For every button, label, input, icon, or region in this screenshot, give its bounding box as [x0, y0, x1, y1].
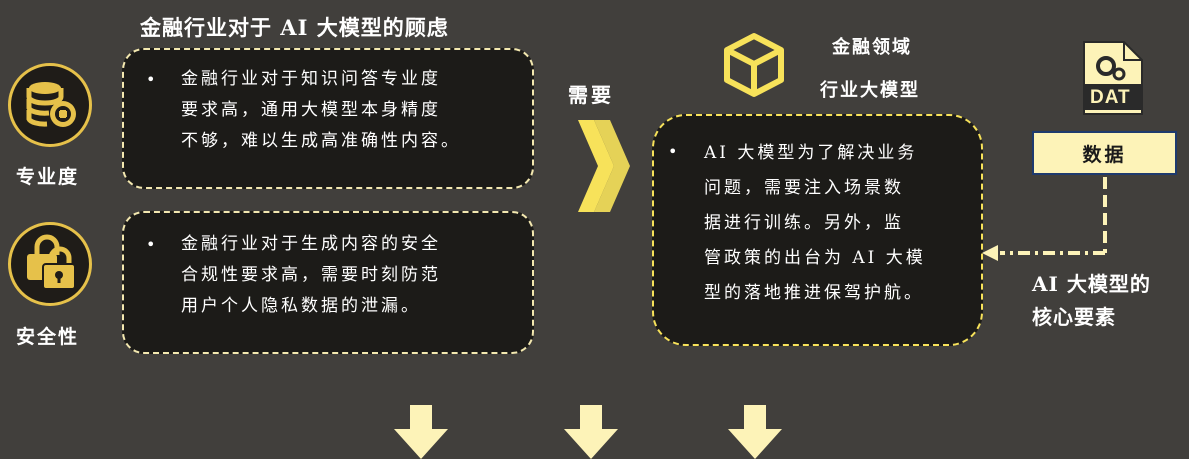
core-line: AI 大模型的 [1032, 272, 1151, 296]
bullet: • [668, 142, 678, 161]
industry-model-label: 行业大模型 [820, 80, 920, 101]
concern-line: 要求高，通用大模型本身精度 [181, 100, 441, 120]
down-arrow-icon [394, 405, 448, 459]
label-expertise: 专业度 [16, 166, 80, 188]
concern-box-security: • 金融行业对于生成内容的安全 合规性要求高，需要时刻防范 用户个人隐私数据的泄… [122, 211, 534, 354]
page-title: 金融行业对于 AI 大模型的顾虑 [140, 15, 449, 40]
data-box: 数据 [1032, 131, 1177, 175]
down-arrow-icon [728, 405, 782, 459]
chevron-right-icon [578, 120, 630, 212]
down-arrow-icon [564, 405, 618, 459]
dat-file-icon: DAT [1080, 38, 1146, 118]
need-label: 需要 [568, 83, 614, 107]
model-line: 问题，需要注入场景数 [704, 178, 904, 198]
model-line: 型的落地推进保驾护航。 [704, 283, 924, 303]
finance-model-box: • AI 大模型为了解决业务 问题，需要注入场景数 据进行训练。另外，监 管政策… [652, 114, 983, 346]
padlocks-icon [8, 222, 92, 306]
dat-icon-text: DAT [1090, 87, 1131, 108]
model-line: 管政策的出台为 AI 大模 [704, 248, 926, 268]
concern-box-expertise: • 金融行业对于知识问答专业度 要求高，通用大模型本身精度 不够，难以生成高准确… [122, 48, 534, 189]
finance-domain-label: 金融领域 [832, 37, 912, 58]
core-line: 核心要素 [1032, 305, 1116, 329]
model-line: AI 大模型为了解决业务 [704, 143, 918, 163]
core-element-label: AI 大模型的 核心要素 [1032, 268, 1151, 334]
bullet: • [146, 70, 156, 89]
connector-arrow [982, 177, 1107, 261]
concern-line: 金融行业对于知识问答专业度 [181, 69, 441, 89]
database-coins-icon [8, 63, 92, 147]
concern-line: 合规性要求高，需要时刻防范 [181, 265, 441, 285]
concern-line: 不够，难以生成高准确性内容。 [181, 131, 461, 151]
cube-icon [724, 33, 784, 97]
bullet: • [146, 235, 156, 254]
concern-line: 金融行业对于生成内容的安全 [181, 234, 441, 254]
label-security: 安全性 [16, 326, 80, 348]
concern-line: 用户个人隐私数据的泄漏。 [181, 296, 421, 316]
model-line: 据进行训练。另外，监 [704, 213, 904, 233]
